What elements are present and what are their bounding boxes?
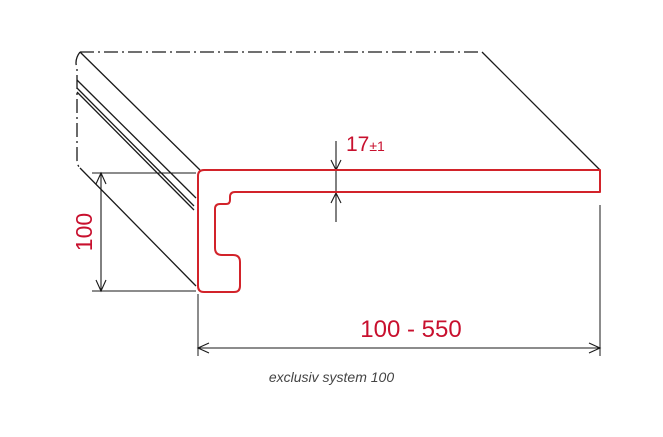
thickness-label: 17±1 [346,133,385,156]
board-edges [76,51,601,287]
profile-cross-section [197,169,601,293]
height-dimension-line [95,171,107,293]
depth-label: 100 - 550 [360,316,461,343]
thickness-dimension-line [330,141,342,222]
depth-dimension-line [196,342,602,354]
top-surface-outline [75,51,482,169]
extension-lines [92,172,601,356]
height-label: 100 [71,213,97,251]
diagram-caption: exclusiv system 100 [268,369,395,385]
